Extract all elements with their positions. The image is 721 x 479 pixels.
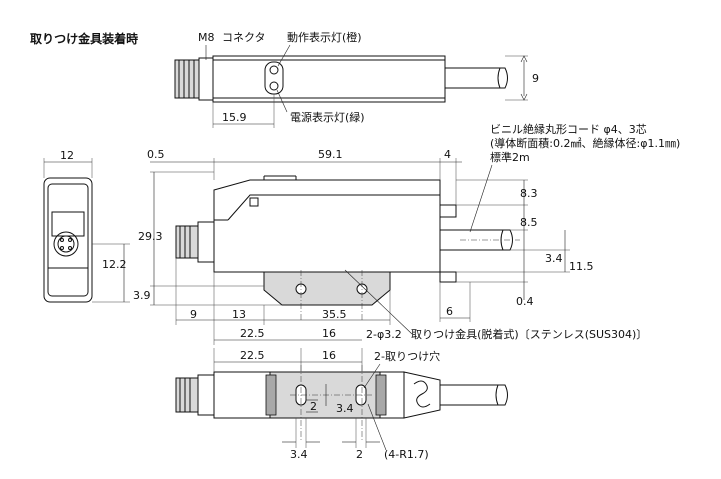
power-led-icon [269,81,279,91]
plan-view: 22.5 16 2 3.4 3.4 2 2-取りつけ穴 (4-R1.7) [175,348,508,461]
dim-top-height: 9 [532,72,539,85]
mounting-bracket [263,271,391,306]
dim-front-length: 59.1 [318,148,343,161]
dim-led-pos: 15.9 [222,111,247,124]
dim-side-width: 12 [60,149,74,162]
dim-cable-8-3: 8.3 [520,187,538,200]
dim-plan-3-4b: 3.4 [290,448,308,461]
connector-face-icon [53,231,79,257]
dim-plan-22-5: 22.5 [240,349,265,362]
label-power-led: 電源表示灯(緑) [290,110,365,124]
led-window [264,61,284,95]
dim-cable-0-4: 0.4 [516,295,534,308]
connector-top [174,57,214,101]
dim-bottom-16: 16 [322,327,336,340]
dim-side-conn-height: 12.2 [102,258,127,271]
label-bracket: 取りつけ金具(脱着式)〔ステンレス(SUS304)〕 [411,327,647,341]
dim-bottom-13: 13 [232,308,246,321]
connector-front [175,221,215,263]
dim-cable-8-5: 8.5 [520,216,538,229]
label-holes: 2-φ3.2 [366,328,402,341]
dim-cable-6: 6 [446,305,453,318]
dim-front-margin-right: 4 [444,148,451,161]
front-view: 0.5 59.1 4 29.3 3.9 8.3 8.5 3.4 11.5 0.4… [133,122,680,345]
label-connector: コネクタ [222,31,266,44]
dim-plan-3-4a: 3.4 [336,402,354,415]
label-cable-1: ビニル絶縁丸形コード φ4、3芯 [490,122,647,136]
label-radius: (4-R1.7) [384,448,429,461]
dim-cable-3-4: 3.4 [545,252,563,265]
connector-plan [175,374,215,416]
dim-front-base: 3.9 [133,289,151,302]
side-view: 12 12.2 [43,149,130,303]
label-operation-led: 動作表示灯(橙) [287,30,362,44]
cable-top [444,67,508,89]
dim-front-height: 29.3 [138,230,163,243]
dim-plan-16: 16 [322,349,336,362]
top-view: 9 15.9 M8 コネクタ 動作表示灯(橙) 電源表示灯(緑) [174,30,539,128]
label-cable-3: 標準2m [490,150,530,164]
dim-plan-2a: 2 [310,400,317,413]
drawing-title: 取りつけ金具装着時 [30,31,138,46]
dim-cable-11-5: 11.5 [569,260,594,273]
sensor-body-top [212,55,446,103]
label-cable-2: (導体断面積:0.2㎟、絶縁体径:φ1.1㎜) [490,136,680,150]
label-mount-holes: 2-取りつけ穴 [374,349,440,363]
dim-bottom-9: 9 [190,308,197,321]
sensor-body-front [213,179,441,273]
dim-bottom-35-5: 35.5 [322,308,347,321]
label-m8: M8 [198,31,215,44]
dim-plan-2b: 2 [356,448,363,461]
operation-led-icon [269,65,279,75]
cable-plan [439,384,508,406]
dim-front-margin-left: 0.5 [147,148,165,161]
dim-bottom-22-5: 22.5 [240,327,265,340]
